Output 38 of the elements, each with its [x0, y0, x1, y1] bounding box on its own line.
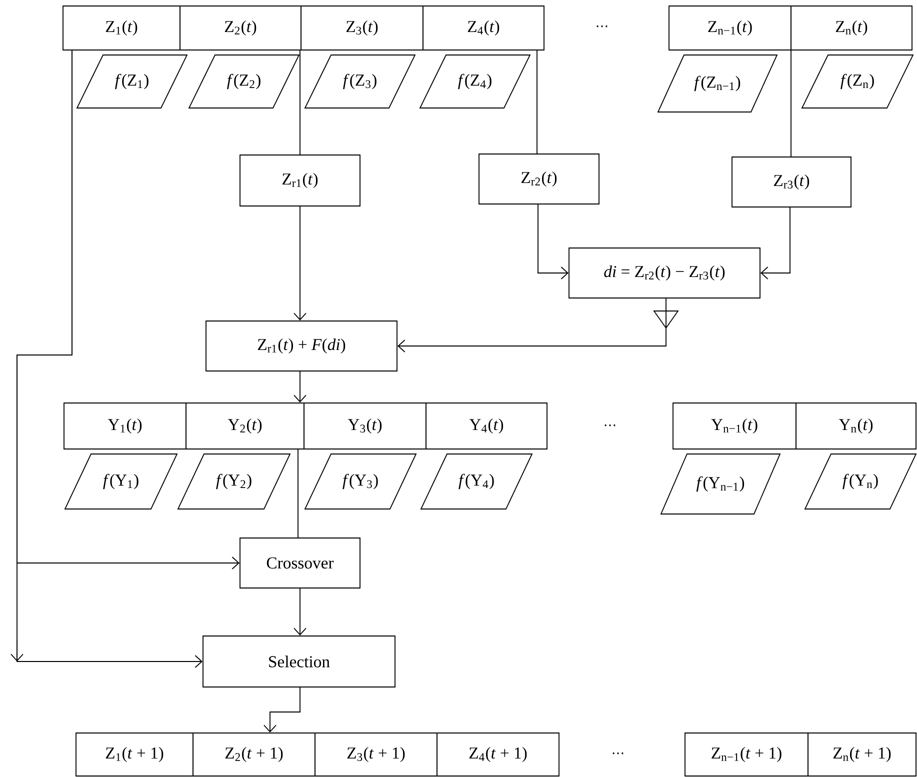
population-cell: Y$_{n−1}$(t)	[672, 402, 796, 450]
population-cell: Z$_{n}$(t + 1)	[808, 732, 916, 776]
process-box: Z$_{r1}$(t)	[240, 154, 360, 206]
population-cell: Z$_{n−1}$(t)	[668, 6, 792, 50]
arrow	[294, 371, 306, 403]
population-cell: Y$_{2}$(t)	[186, 402, 304, 450]
arrow	[294, 206, 306, 321]
connector-line	[790, 50, 792, 157]
population-cell: Z$_{4}$(t + 1)	[436, 732, 560, 776]
population-cell: Z$_{4}$(t)	[422, 6, 544, 50]
process-box: Z$_{r2}$(t)	[478, 154, 600, 204]
population-cell: Z$_{2}$(t)	[180, 6, 302, 50]
process-box: Crossover	[240, 538, 360, 588]
process-box: Z$_{r1}$(t) + F(di)	[206, 320, 398, 372]
arrow	[760, 207, 790, 280]
population-cell: Z$_{n}$(t)	[790, 6, 912, 50]
population-cell: Y$_{4}$(t)	[426, 402, 548, 450]
population-cell: Z$_{2}$(t + 1)	[192, 732, 316, 776]
arrow	[294, 588, 306, 636]
connector-line	[536, 50, 538, 154]
arrow	[264, 687, 300, 733]
ellipsis: ⋯	[612, 752, 624, 754]
ellipsis: ⋯	[604, 424, 616, 426]
population-cell: Z$_{n−1}$(t + 1)	[684, 732, 808, 776]
process-box: di = Z$_{r2}$(t) − Z$_{r3}$(t)	[568, 248, 760, 298]
population-cell: Z$_{3}$(t)	[300, 6, 424, 50]
arrow	[397, 298, 679, 352]
population-cell: Z$_{1}$(t)	[62, 6, 180, 50]
population-cell: Z$_{1}$(t + 1)	[76, 732, 194, 776]
ellipsis: ⋯	[596, 26, 608, 28]
population-cell: Y$_{1}$(t)	[64, 402, 186, 450]
process-box: Z$_{r3}$(t)	[732, 156, 852, 208]
arrow	[10, 50, 203, 668]
arrow	[538, 204, 569, 280]
population-cell: Y$_{n}$(t)	[796, 402, 916, 450]
population-cell: Y$_{3}$(t)	[304, 402, 426, 450]
process-box: Selection	[202, 636, 396, 688]
population-cell: Z$_{3}$(t + 1)	[314, 732, 438, 776]
